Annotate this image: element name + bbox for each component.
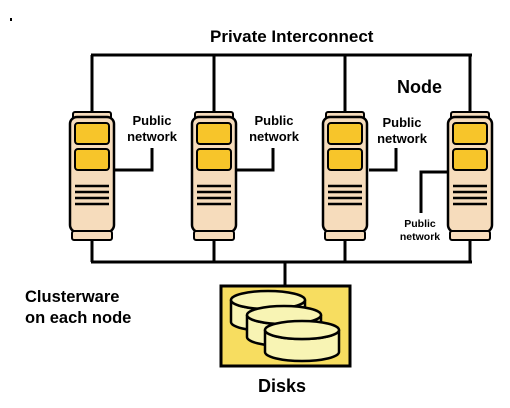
cluster-node-3 <box>321 111 369 241</box>
public-lead-3 <box>369 148 398 172</box>
drive-bay-icon <box>74 148 110 171</box>
public-lead-1 <box>114 148 154 172</box>
node-base <box>71 230 113 241</box>
drive-bay-icon <box>327 148 363 171</box>
public-network-leads <box>114 148 447 213</box>
stray-dot <box>10 18 12 21</box>
nodes-layer <box>68 111 494 241</box>
public-lead-2 <box>237 148 275 172</box>
storage-bus <box>90 240 472 286</box>
node-base <box>193 230 235 241</box>
node-base <box>324 230 366 241</box>
drive-bay-icon <box>74 122 110 145</box>
node-base <box>449 230 491 241</box>
cluster-node-1 <box>68 111 116 241</box>
interconnect-label: Private Interconnect <box>210 27 374 46</box>
public-network-label-4: Public network <box>399 218 441 243</box>
public-network-label-1: Public network <box>127 113 177 144</box>
private-interconnect-bus <box>90 53 472 112</box>
disk-platter-3 <box>263 319 341 363</box>
drive-bay-icon <box>327 122 363 145</box>
cluster-node-4 <box>446 111 494 241</box>
drive-bay-icon <box>196 122 232 145</box>
disk-array <box>219 284 352 368</box>
drive-bay-icon <box>452 122 488 145</box>
drive-bay-icon <box>452 148 488 171</box>
public-network-label-3: Public network <box>377 115 427 146</box>
disk-platters <box>229 289 341 363</box>
disks-label: Disks <box>258 376 307 396</box>
node-label: Node <box>397 77 442 97</box>
drive-bay-icon <box>196 148 232 171</box>
platter-top <box>263 319 341 341</box>
cluster-node-2 <box>190 111 238 241</box>
public-lead-4 <box>419 170 447 213</box>
public-network-label-2: Public network <box>249 113 299 144</box>
clusterware-label: Clusterware on each node <box>25 288 132 327</box>
